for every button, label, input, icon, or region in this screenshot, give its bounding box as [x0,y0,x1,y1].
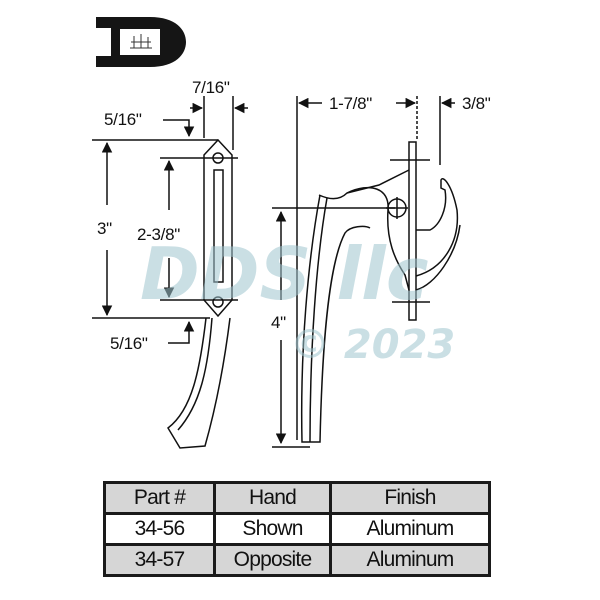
right-dimension-lines [272,96,455,448]
header-finish: Finish [329,481,491,515]
cell-hand: Opposite [213,543,332,577]
cell-part: 34-56 [103,512,216,546]
dim-left-top-offset: 5/16" [104,110,142,129]
table-header-row: Part # Hand Finish [103,481,491,515]
dim-left-hole-spacing: 2-3/8" [137,225,180,244]
cell-part: 34-57 [103,543,216,577]
ship-icon [130,34,152,49]
company-logo [96,17,186,67]
header-hand: Hand [213,481,332,515]
cell-finish: Aluminum [329,512,491,546]
header-part: Part # [103,481,216,515]
parts-table: Part # Hand Finish 34-56 Shown Aluminum … [103,481,491,577]
keeper-plate-drawing [167,138,233,449]
left-dimension-lines [92,96,248,344]
dim-left-width: 7/16" [192,78,230,97]
dim-left-bottom-offset: 5/16" [110,334,148,353]
dim-right-height: 4" [271,313,286,332]
dim-left-height: 3" [97,219,112,238]
table-row: 34-56 Shown Aluminum [103,512,491,546]
cell-finish: Aluminum [329,543,491,577]
cell-hand: Shown [213,512,332,546]
lever-handle-drawing [300,141,461,443]
table-row: 34-57 Opposite Aluminum [103,543,491,577]
dim-right-reach: 1-7/8" [329,94,372,113]
dim-right-keeper: 3/8" [462,94,491,113]
